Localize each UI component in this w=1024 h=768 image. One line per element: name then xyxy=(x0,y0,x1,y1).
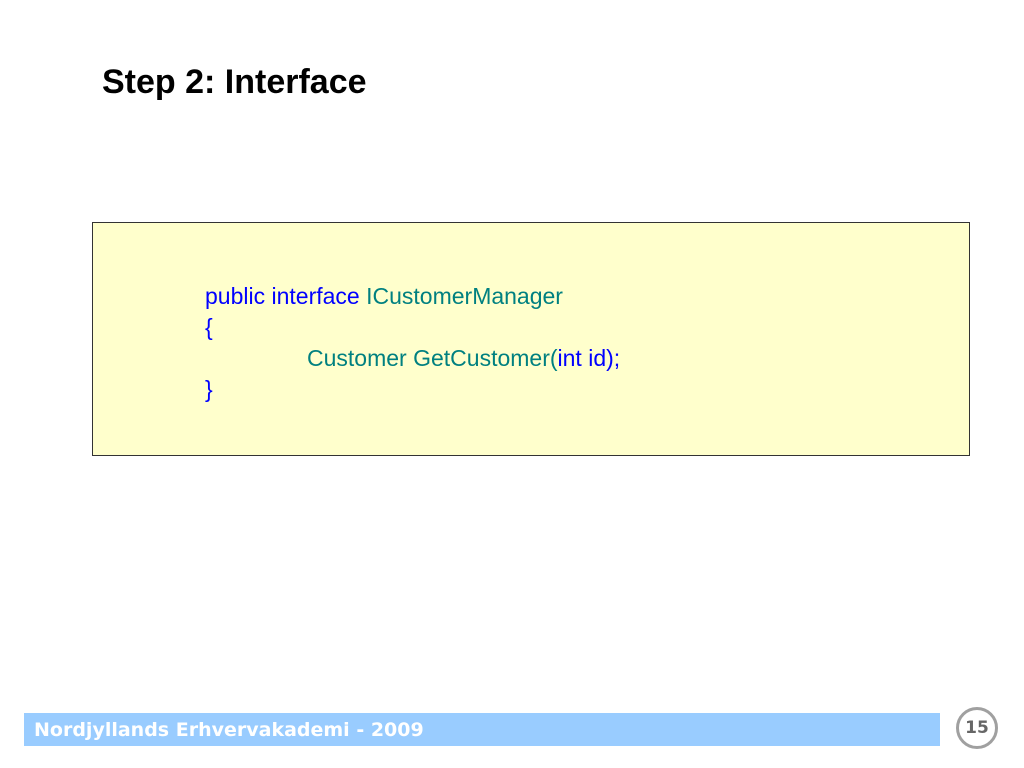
return-type: Customer xyxy=(307,345,407,371)
footer-bar: Nordjyllands Erhvervakademi - 2009 xyxy=(24,713,940,746)
page-number-badge: 15 xyxy=(956,707,998,749)
keyword-public: public xyxy=(205,283,266,309)
footer-organization: Nordjyllands Erhvervakademi - 2009 xyxy=(34,719,424,741)
code-block: public interface ICustomerManager { Cust… xyxy=(92,222,970,456)
method-name: GetCustomer( xyxy=(413,345,558,371)
keyword-int: int xyxy=(557,345,582,371)
slide-title: Step 2: Interface xyxy=(102,63,367,101)
code-open-brace: { xyxy=(205,314,213,340)
interface-name: ICustomerManager xyxy=(366,283,563,309)
code-line-declaration: public interface ICustomerManager xyxy=(205,281,563,311)
code-line-method: Customer GetCustomer(int id); xyxy=(307,343,620,373)
method-parameter: id); xyxy=(588,345,621,371)
keyword-interface: interface xyxy=(271,283,360,309)
code-close-brace: } xyxy=(205,376,213,402)
